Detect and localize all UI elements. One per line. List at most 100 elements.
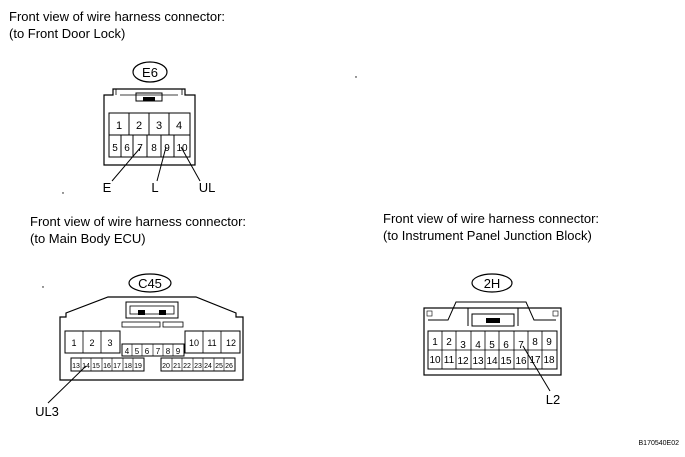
caption-c45: Front view of wire harness connector: (t… — [30, 213, 246, 247]
connector-2h-lock — [467, 308, 519, 327]
caption-e6-line1: Front view of wire harness connector: — [9, 9, 226, 24]
caption-e6-line2: (to Front Door Lock) — [9, 26, 126, 41]
caption-2h-line2: (to Instrument Panel Junction Block) — [383, 228, 592, 243]
connector-c45-housing — [59, 296, 244, 381]
e6-pin-8: 8 — [151, 143, 157, 154]
c45-pin-16: 16 — [103, 363, 111, 370]
c45-pin-23: 23 — [194, 363, 202, 370]
c2h-pin-4: 4 — [475, 340, 481, 351]
connector-c45-lock-inner — [129, 305, 175, 315]
c2h-pin-5: 5 — [489, 340, 495, 351]
c2h-pin-8: 8 — [532, 337, 538, 348]
connector-2h-notch — [426, 310, 433, 317]
c45-pin-2: 2 — [89, 338, 94, 348]
c45-pin-21: 21 — [173, 363, 181, 370]
c45-left-block — [64, 330, 121, 354]
e6-terminal-ul: UL — [199, 180, 216, 195]
figure-id: B170540E02 — [638, 440, 679, 447]
c2h-pin-6: 6 — [503, 340, 509, 351]
c45-pin-4: 4 — [125, 347, 130, 356]
connector-c45-lock — [125, 301, 179, 319]
e6-terminal-l: L — [151, 180, 158, 195]
connector-c45-lock-slot — [138, 310, 145, 315]
e6-pin-3: 3 — [156, 120, 162, 132]
connector-c45-lock-slot — [159, 310, 166, 315]
c2h-pin-1: 1 — [432, 337, 438, 348]
c45-pin-1: 1 — [71, 338, 76, 348]
caption-c45-line2: (to Main Body ECU) — [30, 231, 146, 246]
connector-c45-label: C45 — [138, 276, 162, 291]
connector-c45-key — [162, 321, 184, 328]
c2h-terminal-l2: L2 — [546, 392, 560, 407]
c2h-pin-10: 10 — [429, 355, 441, 366]
e6-leader-l — [156, 146, 167, 182]
connector-2h-label-oval — [471, 273, 513, 293]
connector-2h: 2H 1 2 3 4 5 6 7 8 9 10 11 12 13 — [423, 273, 562, 407]
c45-pin-18: 18 — [124, 363, 132, 370]
c2h-pin-3: 3 — [460, 340, 466, 351]
c45-leader-ul3 — [47, 365, 87, 404]
c2h-pin-18: 18 — [543, 355, 555, 366]
caption-2h: Front view of wire harness connector: (t… — [383, 210, 599, 244]
c45-pin-25: 25 — [215, 363, 223, 370]
connector-e6-inner-edge — [115, 89, 183, 96]
c45-pin-13: 13 — [72, 363, 80, 370]
c45-pin-22: 22 — [183, 363, 191, 370]
speck — [355, 76, 357, 78]
connector-c45-key — [121, 321, 161, 328]
c2h-pin-12: 12 — [457, 356, 469, 367]
speck — [42, 286, 44, 288]
connector-2h-lock-slot — [486, 318, 500, 323]
c45-pin-24: 24 — [204, 363, 212, 370]
c2h-pin-14: 14 — [486, 356, 498, 367]
connector-2h-housing — [423, 307, 562, 376]
c45-pin-8: 8 — [166, 347, 171, 356]
connector-e6-label: E6 — [142, 65, 158, 80]
c2h-pin-16: 16 — [515, 356, 527, 367]
connector-c45-label-oval — [128, 273, 172, 293]
connector-2h-notch — [552, 310, 559, 317]
c45-pin-20: 20 — [162, 363, 170, 370]
connector-e6-housing — [103, 88, 196, 166]
c2h-leader-l2 — [522, 345, 551, 392]
c45-bottom-right-block — [160, 357, 236, 372]
e6-pin-cell — [173, 134, 191, 158]
e6-pin-6: 6 — [124, 143, 130, 154]
c45-pin-12: 12 — [226, 338, 236, 348]
e6-pin-1: 1 — [116, 120, 122, 132]
c2h-pin-17: 17 — [529, 355, 541, 366]
c45-pin-17: 17 — [113, 363, 121, 370]
connector-e6: E6 1 2 3 4 5 6 7 8 9 10 E — [103, 61, 216, 195]
c45-pin-15: 15 — [92, 363, 100, 370]
connector-2h-top-contour — [428, 301, 556, 321]
connector-c45: C45 1 2 3 10 11 12 4 5 6 7 8 — [35, 273, 244, 419]
caption-2h-line1: Front view of wire harness connector: — [383, 211, 600, 226]
connector-e6-label-oval — [132, 61, 168, 83]
e6-leader-ul — [180, 146, 201, 182]
c45-right-block — [184, 330, 241, 354]
c2h-pin-15: 15 — [500, 356, 512, 367]
e6-pin-2: 2 — [136, 120, 142, 132]
e6-pin-4: 4 — [176, 120, 182, 132]
c2h-pin-7: 7 — [518, 340, 524, 351]
c45-pin-7: 7 — [156, 347, 161, 356]
c45-pin-6: 6 — [145, 347, 150, 356]
e6-terminal-e: E — [103, 180, 112, 195]
c45-bottom-left-block — [70, 357, 145, 372]
e6-leader-e — [111, 146, 142, 182]
c45-pin-11: 11 — [207, 338, 216, 348]
c45-pin-26: 26 — [225, 363, 233, 370]
c2h-pin-2: 2 — [446, 337, 452, 348]
c45-terminal-ul3: UL3 — [35, 404, 59, 419]
caption-c45-line1: Front view of wire harness connector: — [30, 214, 247, 229]
c2h-pin-11: 11 — [444, 355, 455, 366]
c45-pin-5: 5 — [135, 347, 140, 356]
connector-2h-label: 2H — [484, 276, 501, 291]
c2h-pin-13: 13 — [472, 356, 484, 367]
c45-pin-10: 10 — [189, 338, 199, 348]
e6-pin-9: 9 — [164, 143, 170, 154]
speck — [62, 192, 64, 194]
caption-e6: Front view of wire harness connector: (t… — [9, 8, 225, 42]
c45-pin-9: 9 — [176, 347, 181, 356]
